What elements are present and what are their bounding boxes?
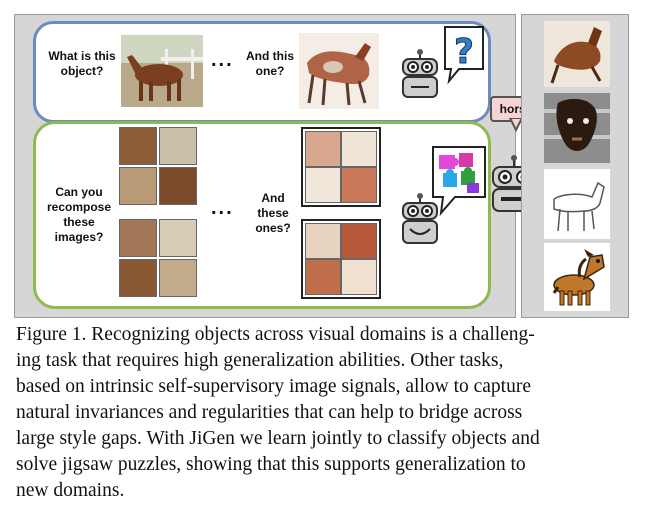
jigsaw-tile — [159, 219, 197, 257]
question-and-these-ones: And these ones? — [255, 191, 291, 235]
jigsaw-tile — [159, 259, 197, 297]
svg-text:?: ? — [454, 32, 474, 72]
caption-line: natural invariances and regularities tha… — [16, 402, 523, 423]
caption-line: solve jigsaw puzzles, showing that this … — [16, 454, 526, 475]
robot-icon — [402, 193, 438, 244]
question-what-is-this: What is this object? — [48, 49, 116, 78]
jigsaw-tile — [305, 131, 341, 167]
question-can-you-recompose: Can you recompose these images? — [46, 185, 112, 244]
jigsaw-tile — [341, 131, 377, 167]
jigsaw-tile — [305, 223, 341, 259]
horse-sketch — [544, 169, 610, 239]
ellipsis-top: ... — [211, 49, 234, 71]
jigsaw-grid-3 — [301, 127, 381, 207]
jigsaw-tile — [159, 167, 197, 205]
ellipsis-bottom: ... — [211, 197, 234, 219]
figure-caption: Figure 1. Recognizing objects across vis… — [16, 322, 628, 504]
question-and-this-one: And this one? — [246, 49, 294, 78]
jigsaw-tile — [305, 259, 341, 295]
horse-cartoon — [544, 243, 610, 311]
jigsaw-tile — [341, 259, 377, 295]
jigsaw-tile — [341, 167, 377, 203]
horse-painting — [299, 33, 379, 109]
horse-painting — [544, 21, 610, 87]
jigsaw-tile — [305, 167, 341, 203]
jigsaw-tile — [119, 127, 157, 165]
puzzle-pieces-icon — [432, 146, 486, 217]
domains-panel — [521, 14, 629, 318]
caption-line: large style gaps. With JiGen we learn jo… — [16, 428, 540, 449]
robot-icon — [402, 49, 438, 98]
horse-photo — [544, 93, 610, 163]
horse-photo — [121, 35, 203, 107]
jigsaw-tile — [119, 259, 157, 297]
caption-line: new domains. — [16, 480, 125, 501]
caption-line: Figure 1. Recognizing objects across vis… — [16, 324, 535, 345]
jigsaw-tile — [119, 219, 157, 257]
bubble-pointer — [508, 118, 524, 132]
caption-line: based on intrinsic self-supervisory imag… — [16, 376, 531, 397]
caption-line: ing task that requires high generalizati… — [16, 350, 504, 371]
jigsaw-tile — [159, 127, 197, 165]
jigsaw-tile — [341, 223, 377, 259]
jigsaw-tile — [119, 167, 157, 205]
question-mark-icon: ? — [444, 26, 484, 85]
jigsaw-grid-4 — [301, 219, 381, 299]
figure-panel: What is this object? ... And this one? — [14, 14, 536, 318]
